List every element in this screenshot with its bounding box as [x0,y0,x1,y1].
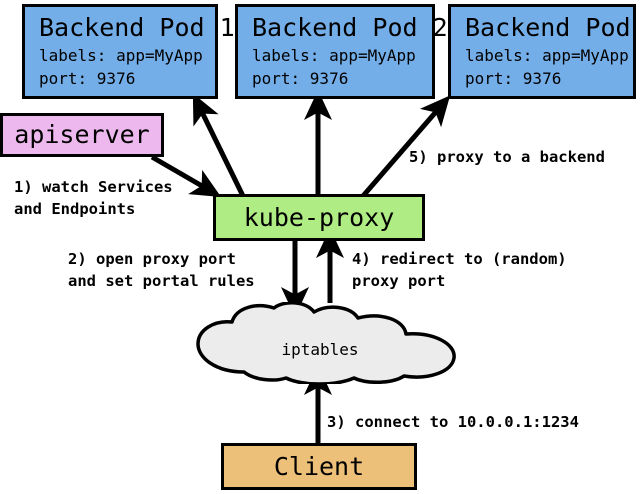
step-1-line-1: 1) watch Services [14,178,173,196]
backend-pod-3-box[interactable]: Backend Pod 3 labels: app=MyApp port: 93… [448,4,640,99]
kube-proxy-label: kube-proxy [243,202,395,232]
step-2-line-1: 2) open proxy port [68,250,236,268]
apiserver-box[interactable]: apiserver [0,113,164,157]
iptables-label: iptables [281,340,359,359]
apiserver-label: apiserver [14,120,150,149]
step-2-label: 2) open proxy port and set portal rules [68,248,255,292]
step-5-line-1: 5) proxy to a backend [409,148,605,166]
client-label: Client [273,451,365,481]
backend-pod-1-title: Backend Pod 1 [39,12,235,42]
step-4-line-2: proxy port [352,272,446,290]
backend-pod-2-box[interactable]: Backend Pod 2 labels: app=MyApp port: 93… [235,4,448,99]
backend-pod-2-port: port: 9376 [252,68,349,88]
backend-pod-2-labels: labels: app=MyApp [252,45,416,65]
step-4-line-1: 4) redirect to (random) [352,250,567,268]
backend-pod-1-port: port: 9376 [39,68,136,88]
backend-pod-3-title: Backend Pod 3 [465,12,640,42]
backend-pod-2-title: Backend Pod 2 [252,12,448,42]
step-4-label: 4) redirect to (random) proxy port [352,248,567,292]
step-1-label: 1) watch Services and Endpoints [14,176,173,220]
step-1-line-2: and Endpoints [14,200,136,218]
step-2-line-2: and set portal rules [68,272,255,290]
backend-pod-3-labels: labels: app=MyApp [465,45,629,65]
backend-pod-3-port: port: 9376 [465,68,562,88]
step-3-label: 3) connect to 10.0.0.1:1234 [327,411,579,433]
backend-pod-1-labels: labels: app=MyApp [39,45,203,65]
step-5-label: 5) proxy to a backend [409,146,605,168]
client-box[interactable]: Client [221,443,417,490]
kube-proxy-box[interactable]: kube-proxy [213,194,425,241]
arrow-kubeproxy-to-pod1 [192,93,246,198]
step-3-line-1: 3) connect to 10.0.0.1:1234 [327,413,579,431]
backend-pod-1-box[interactable]: Backend Pod 1 labels: app=MyApp port: 93… [22,4,235,99]
